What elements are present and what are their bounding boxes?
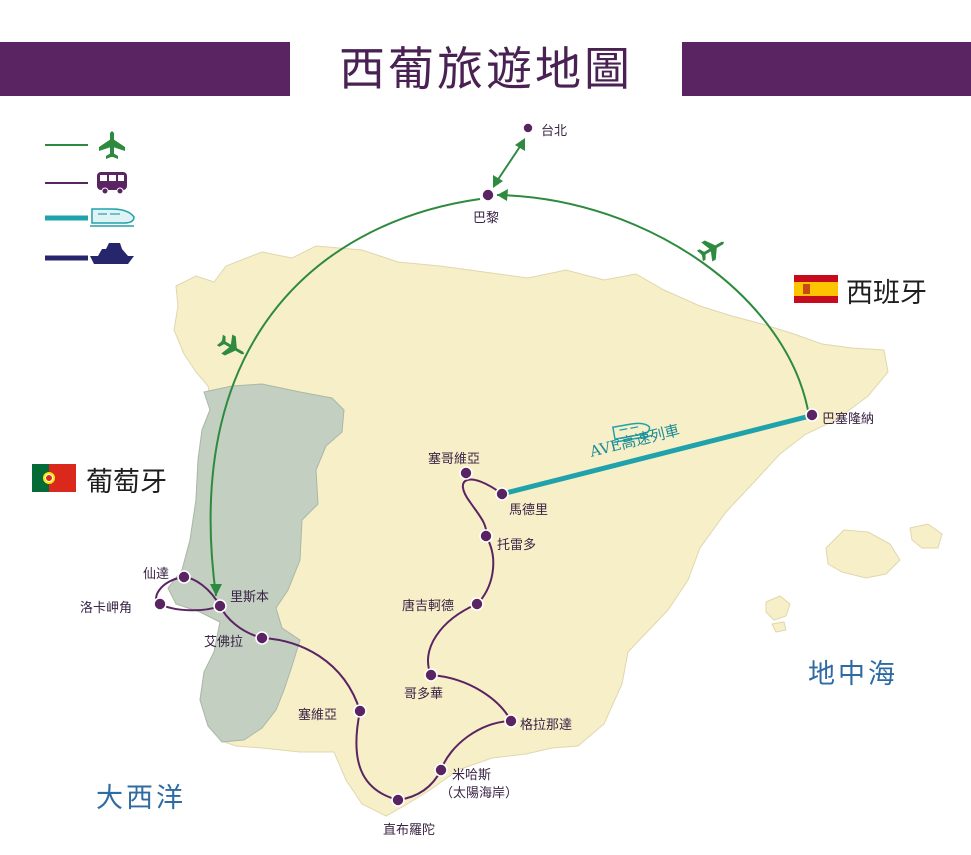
formentera-island: [771, 621, 787, 633]
city-label-evora: 艾佛拉: [204, 635, 244, 650]
city-dot-madrid: [495, 487, 509, 501]
spain-flag-icon: [794, 275, 838, 303]
flight-arrowhead-paris: [497, 189, 508, 201]
bus-icon: [97, 172, 127, 195]
airplane-icon: [696, 240, 725, 262]
city-label-mijas-sub: （太陽海岸）: [440, 786, 519, 801]
city-dot-cabo-da-roca: [153, 597, 167, 611]
bus-route-consuegra-cordoba: [426, 603, 478, 676]
country-label-spain: 西班牙: [846, 278, 927, 309]
city-dot-consuegra: [470, 597, 484, 611]
sea-label-mediterranean: 地中海: [808, 659, 898, 690]
city-label-madrid: 馬德里: [509, 503, 549, 518]
portugal-flag-icon: [32, 464, 76, 492]
city-dot-barcelona: [805, 408, 819, 422]
city-label-lisbon: 里斯本: [230, 590, 270, 605]
menorca-island: [909, 523, 943, 549]
city-label-cabo-da-roca: 洛卡岬角: [80, 601, 133, 616]
city-label-cordoba: 哥多華: [404, 687, 444, 702]
city-label-gibraltar: 直布羅陀: [383, 823, 436, 838]
bus-route-granada-mijas: [440, 720, 512, 771]
banner-right: [682, 42, 971, 96]
city-dot-paris: [481, 188, 495, 202]
city-label-granada: 格拉那達: [520, 718, 573, 733]
city-dot-evora: [255, 631, 269, 645]
city-dot-toledo: [479, 529, 493, 543]
flight-route-paris-lisbon: [209, 198, 481, 597]
page-title: 西葡旅遊地圖: [339, 42, 633, 96]
city-label-taipei: 台北: [541, 124, 568, 139]
airplane-icon: [99, 131, 125, 159]
city-dot-segovia: [459, 466, 473, 480]
legend: [45, 131, 135, 264]
bus-route-madrid-segovia-toledo: [461, 478, 503, 537]
city-label-toledo: 托雷多: [497, 538, 537, 553]
country-label-portugal: 葡萄牙: [86, 467, 167, 498]
city-dot-mijas: [434, 763, 448, 777]
high-speed-train-icon: [612, 422, 654, 444]
ave-train-route: [501, 413, 811, 497]
city-dot-seville: [353, 704, 367, 718]
city-label-barcelona: 巴塞隆納: [822, 412, 875, 427]
flight-route-barcelona-paris: [496, 194, 810, 417]
mallorca-island: [825, 529, 901, 579]
city-label-sintra: 仙達: [143, 567, 170, 582]
ibiza-island: [765, 595, 791, 621]
sea-label-atlantic: 大西洋: [96, 783, 186, 814]
city-markers: [153, 122, 819, 807]
city-label-paris: 巴黎: [473, 211, 500, 226]
airplane-icon: [216, 334, 245, 356]
flight-route-paris-taipei: [494, 141, 524, 185]
city-dot-cordoba: [424, 668, 438, 682]
bus-route-gibraltar-seville: [355, 710, 399, 801]
bus-route-seville-evora: [261, 637, 361, 712]
city-label-seville: 塞維亞: [298, 708, 338, 723]
city-dot-sintra: [177, 570, 191, 584]
city-dot-lisbon: [213, 599, 227, 613]
flight-arrowhead-paris-return: [493, 175, 503, 188]
city-label-mijas: 米哈斯: [452, 768, 492, 783]
city-dot-granada: [504, 714, 518, 728]
banner-left: [0, 42, 290, 96]
city-label-consuegra: 唐吉軻德: [402, 599, 455, 614]
city-dot-taipei: [522, 122, 534, 134]
bus-route-cordoba-granada: [430, 674, 512, 722]
city-label-segovia: 塞哥維亞: [428, 452, 481, 467]
cruise-ship-icon: [90, 243, 134, 264]
flight-arrowhead-lisbon: [210, 584, 222, 596]
city-dot-gibraltar: [391, 793, 405, 807]
flight-arrowhead-taipei: [515, 138, 525, 151]
high-speed-train-icon: [90, 208, 135, 227]
